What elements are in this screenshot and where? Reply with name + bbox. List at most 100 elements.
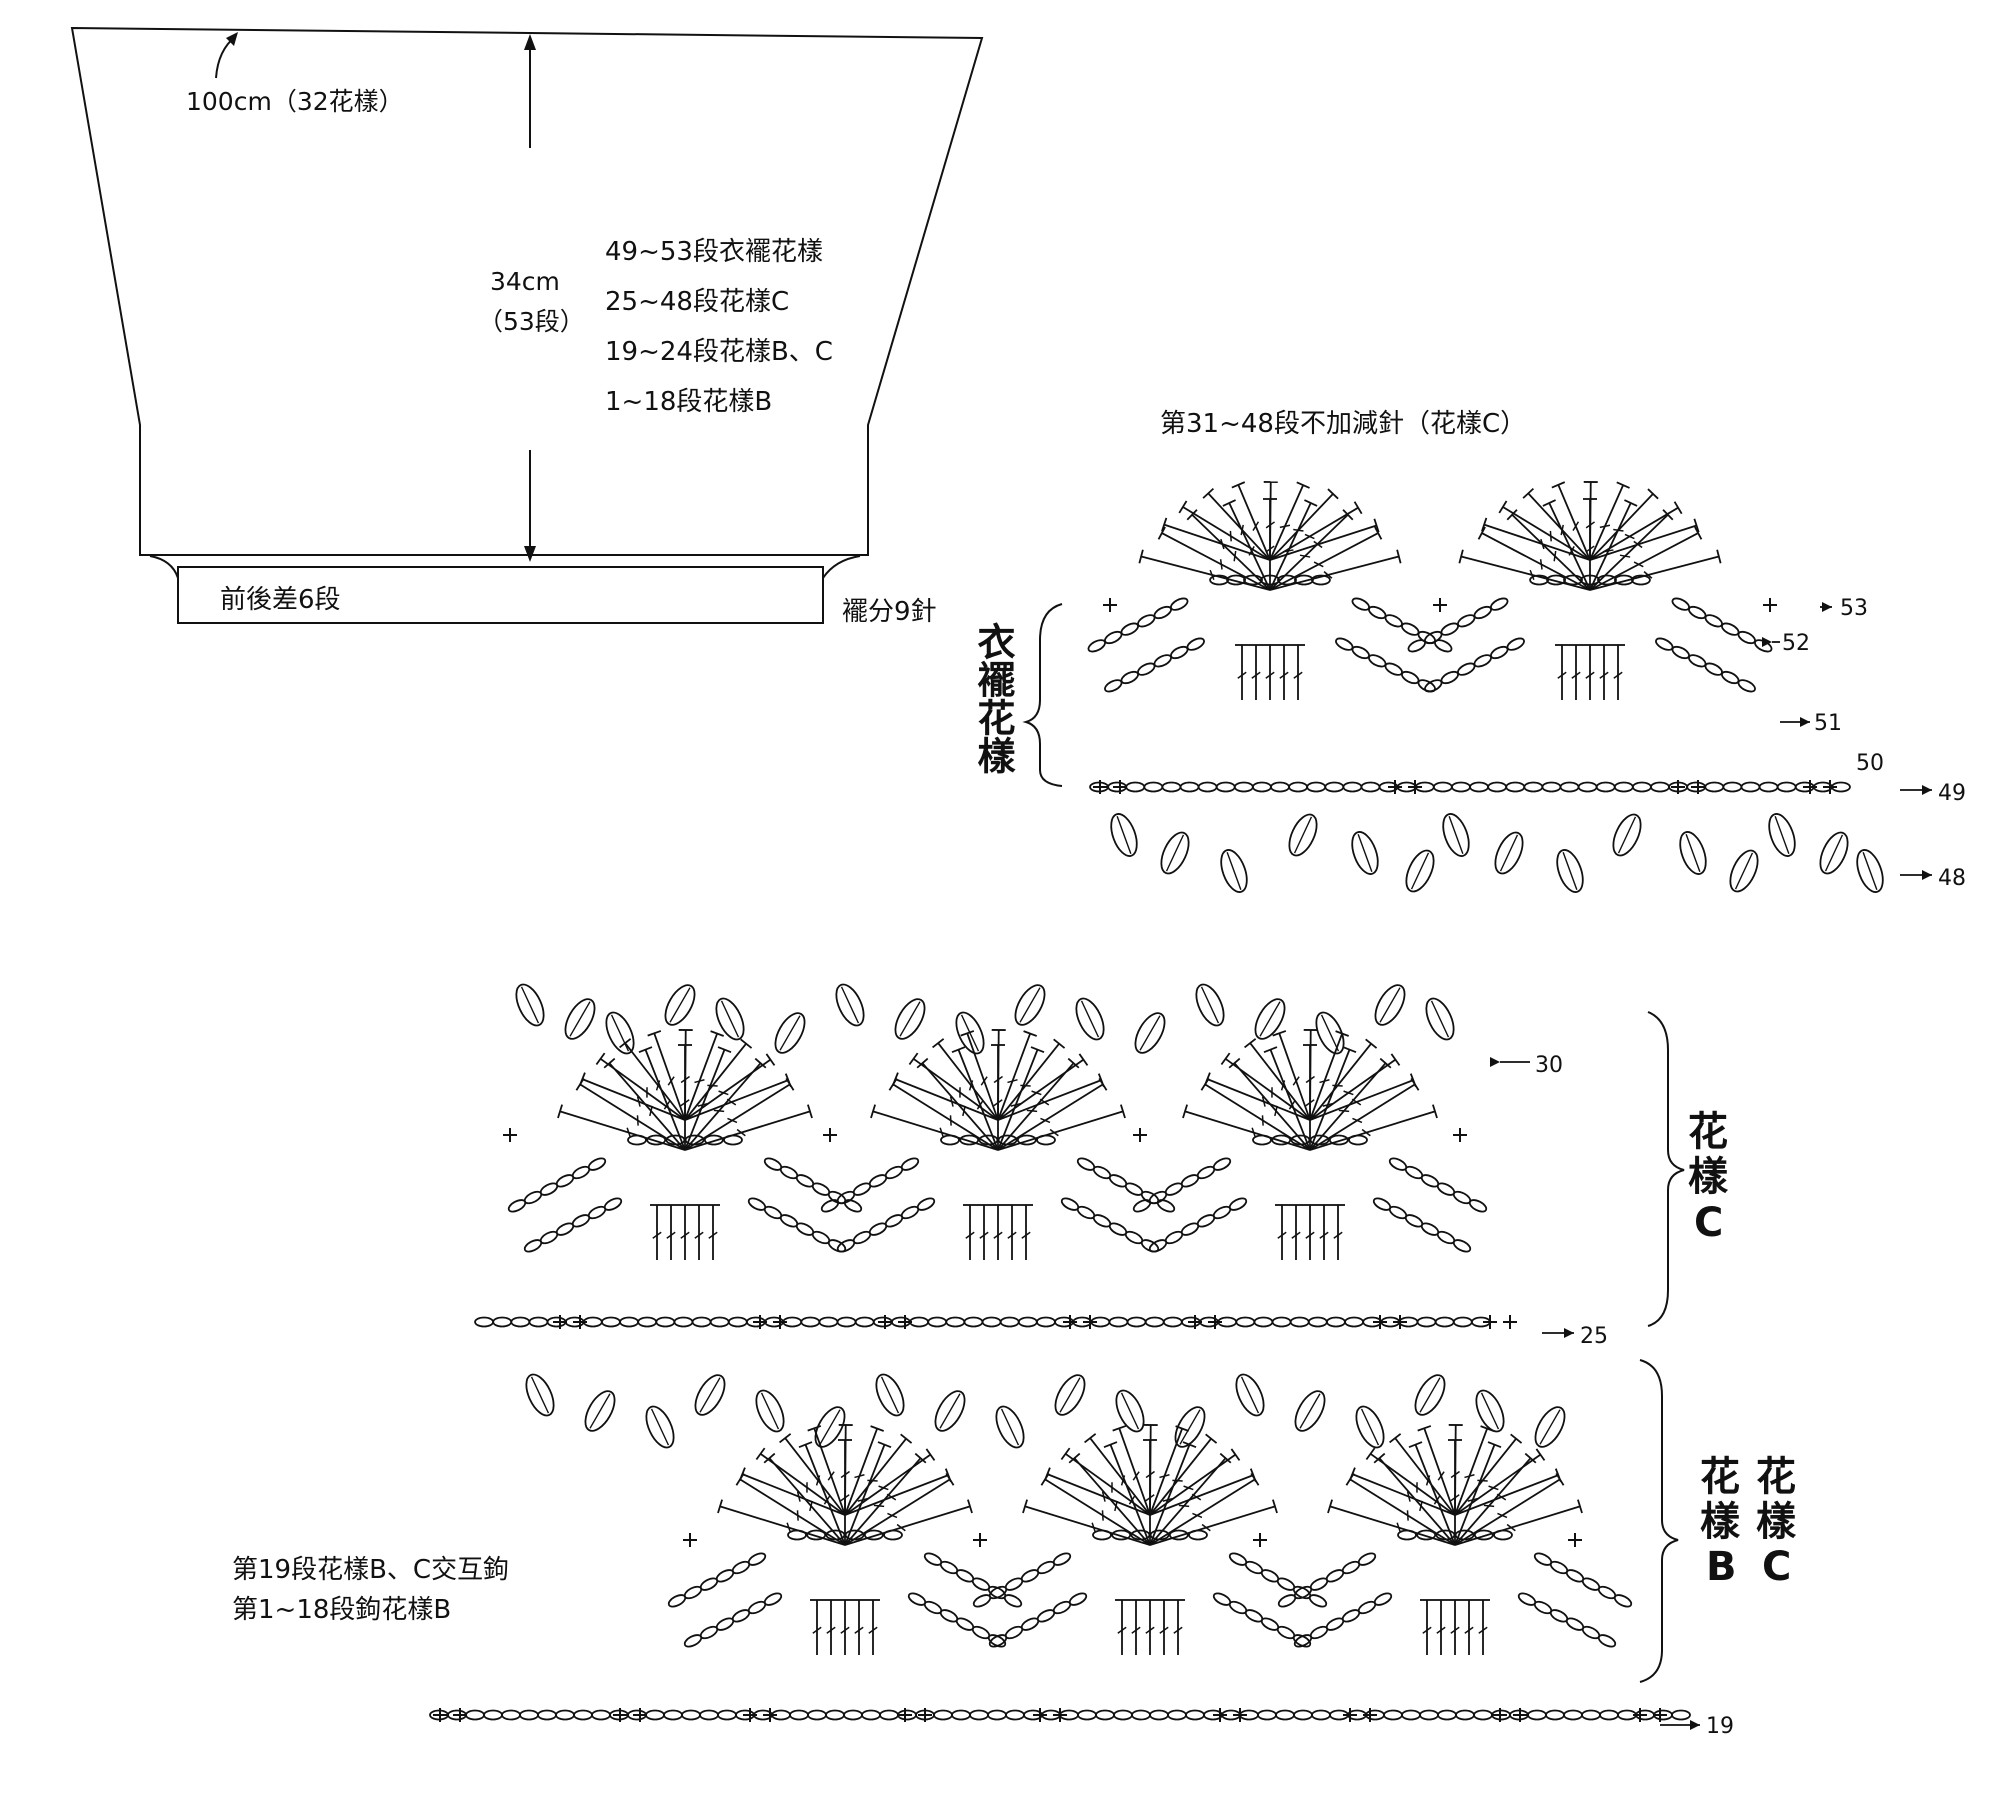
stitch-bar-icon [652, 1231, 662, 1239]
puff-stitch-line-icon [650, 1408, 670, 1446]
single-crochet-icon [878, 1315, 892, 1329]
chain-stitch-icon [1545, 1709, 1565, 1721]
stitch-bar-icon [1560, 524, 1564, 536]
stitch-bar-icon [1252, 521, 1260, 531]
chart-bottom-side-label-c: 花 [1756, 1454, 1796, 1500]
stitch-top-icon [1103, 1441, 1118, 1449]
stitch-top-icon [1510, 1433, 1523, 1444]
chain-stitch-icon [1144, 1316, 1165, 1328]
puff-stitch-icon [1254, 998, 1286, 1040]
row-arrow-head-icon [1490, 1057, 1500, 1067]
stitch-bar-icon [1279, 671, 1289, 679]
double-crochet-icon [684, 1083, 791, 1151]
stitch-bar-icon [1464, 1474, 1475, 1479]
stitch-bar-icon [1291, 1231, 1301, 1239]
stitch-bar-icon [823, 1495, 831, 1505]
stitch-top-icon [1522, 487, 1534, 499]
chart-bottom: 19 花 樣 B 花 樣 C 第19段花樣B、C交互鉤 第1~18段鉤花樣B [232, 1359, 1797, 1739]
stitch-top-icon [807, 1104, 813, 1119]
stitch-top-icon [1084, 1433, 1097, 1444]
stitch-bar-icon [1039, 1098, 1050, 1106]
double-crochet-icon [1065, 1453, 1151, 1516]
puff-stitch-line-icon [610, 1014, 630, 1052]
chart-bottom-note: 第1~18段鉤花樣B [232, 1595, 451, 1625]
puff-stitch-line-icon [960, 1014, 980, 1052]
row-label-51: 51 [1814, 711, 1842, 736]
stitch-top-icon [967, 1499, 973, 1514]
chain-stitch-icon [978, 1134, 999, 1146]
puff-stitch-icon [1110, 813, 1138, 857]
puff-stitch-line-icon [1226, 851, 1242, 891]
stitch-bar-icon [1539, 559, 1543, 570]
stitch-bar-icon [667, 1076, 675, 1086]
stitch-top-icon [1409, 1073, 1417, 1088]
chain-stitch-icon [1307, 1316, 1328, 1328]
stitch-top-icon [1161, 517, 1168, 532]
stitch-top-icon [1432, 1104, 1438, 1119]
double-crochet-icon [1548, 502, 1591, 591]
double-crochet-icon [1454, 1428, 1488, 1516]
double-crochet-icon [804, 1444, 846, 1546]
chain-stitch-icon [1440, 622, 1459, 636]
chain-stitch-icon [863, 1529, 884, 1541]
chain-stitch-icon [807, 1709, 827, 1721]
stitch-bar-icon [796, 1491, 801, 1502]
chain-stitch-icon [1351, 597, 1370, 611]
chain-stitch-icon [603, 1197, 623, 1211]
chain-stitch-icon [591, 1709, 611, 1721]
stitch-top-icon [870, 1425, 885, 1432]
chain-stitch-icon [1563, 1709, 1583, 1721]
double-crochet-icon [1454, 1424, 1457, 1516]
stitch-bar-icon [886, 1493, 897, 1501]
stitch-bar-icon [993, 1231, 1003, 1239]
stitch-bar-icon [1437, 1471, 1445, 1481]
double-crochet-icon [1191, 514, 1271, 591]
stitch-bar-icon [694, 1231, 704, 1239]
chain-stitch-icon [1597, 574, 1617, 586]
chain-stitch-icon [1419, 1709, 1439, 1721]
double-crochet-icon [844, 1438, 907, 1516]
stitch-top-icon [1220, 1052, 1231, 1066]
double-crochet-icon [844, 1444, 886, 1546]
row-label-30: 30 [1535, 1053, 1563, 1078]
puff-stitch-line-icon [520, 986, 540, 1024]
single-crochet-icon [453, 1708, 467, 1722]
chain-stitch-icon [1454, 1529, 1475, 1541]
chain-stitch-icon [1235, 1316, 1256, 1328]
puff-stitch-icon [715, 997, 745, 1041]
puff-stitch-icon [755, 1389, 785, 1433]
stitch-bar-icon [1585, 671, 1595, 679]
chain-stitch-icon [1348, 1134, 1368, 1146]
single-crochet-icon [1493, 1708, 1507, 1722]
chain-stitch-icon [1671, 597, 1690, 611]
stitch-bar-icon [1172, 1479, 1183, 1482]
chain-stitch-icon [703, 1134, 724, 1146]
chain-stitch-icon [1613, 781, 1634, 793]
stitch-top-icon [1112, 1425, 1127, 1432]
chain-stitch-icon [879, 1709, 899, 1721]
single-crochet-icon [1388, 780, 1402, 794]
stitch-top-icon [1477, 526, 1486, 540]
stitch-bar-icon [1240, 524, 1244, 536]
stitch-bar-icon [1292, 1076, 1300, 1086]
double-crochet-icon [1454, 1478, 1561, 1546]
stitch-bar-icon [1220, 538, 1225, 550]
double-crochet-icon [1309, 1083, 1416, 1151]
chain-stitch-icon [727, 1316, 748, 1328]
chain-stitch-icon [818, 1316, 839, 1328]
single-crochet-icon [503, 1128, 517, 1142]
stitch-top-icon [1205, 1433, 1218, 1444]
chain-stitch-icon [1068, 1592, 1088, 1606]
chain-stitch-icon [1671, 1709, 1691, 1721]
double-crochet-icon [937, 1042, 999, 1121]
stitch-bar-icon [1540, 538, 1545, 550]
section-label: 25~48段花樣C [605, 287, 789, 317]
stitch-bar-icon [1132, 1471, 1140, 1481]
single-crochet-icon [1343, 1708, 1357, 1722]
chain-stitch-icon [684, 1134, 705, 1146]
single-crochet-icon [1823, 780, 1837, 794]
puff-stitch-line-icon [819, 1409, 841, 1445]
stitch-bar-icon [815, 1475, 821, 1486]
chain-stitch-icon [619, 1316, 639, 1328]
stitch-bar-icon [1159, 1626, 1169, 1634]
